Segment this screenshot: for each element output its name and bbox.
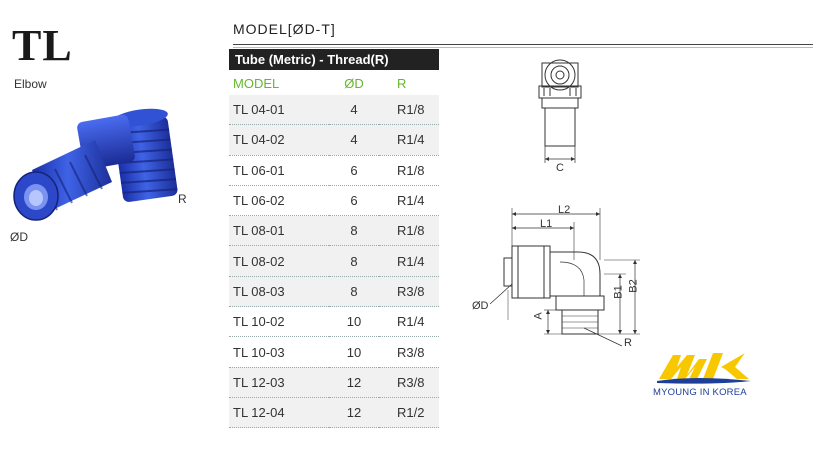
cell-od: 4 bbox=[329, 124, 379, 156]
cell-od: 8 bbox=[329, 245, 379, 277]
product-code: TL bbox=[12, 21, 73, 70]
side-view-drawing bbox=[489, 208, 640, 347]
cell-r: R1/2 bbox=[379, 397, 439, 429]
cell-od: 8 bbox=[329, 276, 379, 308]
cell-model: TL 04-01 bbox=[229, 95, 329, 126]
header-rule-light bbox=[233, 47, 813, 48]
photo-label-od: ØD bbox=[10, 230, 28, 244]
cell-od: 4 bbox=[329, 95, 379, 126]
photo-label-r: R bbox=[178, 192, 187, 206]
cell-model: TL 12-04 bbox=[229, 397, 329, 429]
cell-od: 10 bbox=[329, 336, 379, 368]
dim-label-l2: L2 bbox=[558, 204, 571, 216]
dim-label-l1: L1 bbox=[540, 218, 553, 230]
cell-r: R3/8 bbox=[379, 336, 439, 368]
top-view-drawing bbox=[538, 59, 582, 163]
cell-model: TL 06-02 bbox=[229, 185, 329, 217]
cell-model: TL 04-02 bbox=[229, 124, 329, 156]
brand-tagline: MYOUNG IN KOREA bbox=[653, 387, 747, 398]
cell-model: TL 10-03 bbox=[229, 336, 329, 368]
cell-r: R1/4 bbox=[379, 124, 439, 156]
brand-logo bbox=[657, 353, 751, 384]
dim-label-r: R bbox=[624, 337, 632, 349]
cell-model: TL 08-03 bbox=[229, 276, 329, 308]
cell-r: R1/8 bbox=[379, 215, 439, 247]
cell-model: TL 06-01 bbox=[229, 155, 329, 186]
dim-label-b2: B2 bbox=[627, 279, 640, 293]
column-header-od: ØD bbox=[344, 75, 364, 91]
product-name: Elbow bbox=[14, 77, 47, 91]
column-header-r: R bbox=[397, 75, 407, 91]
cell-od: 10 bbox=[329, 306, 379, 338]
cell-od: 12 bbox=[329, 397, 379, 429]
table-title: Tube (Metric) - Thread(R) bbox=[229, 49, 439, 70]
cell-model: TL 10-02 bbox=[229, 306, 329, 338]
cell-r: R1/8 bbox=[379, 155, 439, 186]
cell-r: R3/8 bbox=[379, 276, 439, 308]
cell-r: R1/4 bbox=[379, 306, 439, 338]
dim-label-od: ØD bbox=[472, 300, 489, 312]
cell-model: TL 08-01 bbox=[229, 215, 329, 247]
cell-model: TL 12-03 bbox=[229, 367, 329, 398]
cell-r: R1/4 bbox=[379, 185, 439, 217]
cell-od: 12 bbox=[329, 367, 379, 398]
dim-label-b1: B1 bbox=[612, 285, 625, 299]
cell-od: 8 bbox=[329, 215, 379, 247]
dim-label-a: A bbox=[532, 312, 545, 320]
dim-label-c: C bbox=[556, 162, 564, 174]
cell-r: R1/4 bbox=[379, 245, 439, 277]
fitting-photo bbox=[13, 108, 178, 221]
cell-r: R1/8 bbox=[379, 95, 439, 126]
cell-od: 6 bbox=[329, 155, 379, 186]
column-header-model: MODEL bbox=[233, 75, 280, 91]
cell-model: TL 08-02 bbox=[229, 245, 329, 277]
cell-od: 6 bbox=[329, 185, 379, 217]
header-rule bbox=[233, 44, 813, 45]
cell-r: R3/8 bbox=[379, 367, 439, 398]
table-header-row: MODEL ØD R bbox=[229, 71, 439, 95]
model-format: MODEL[ØD-T] bbox=[233, 21, 336, 37]
